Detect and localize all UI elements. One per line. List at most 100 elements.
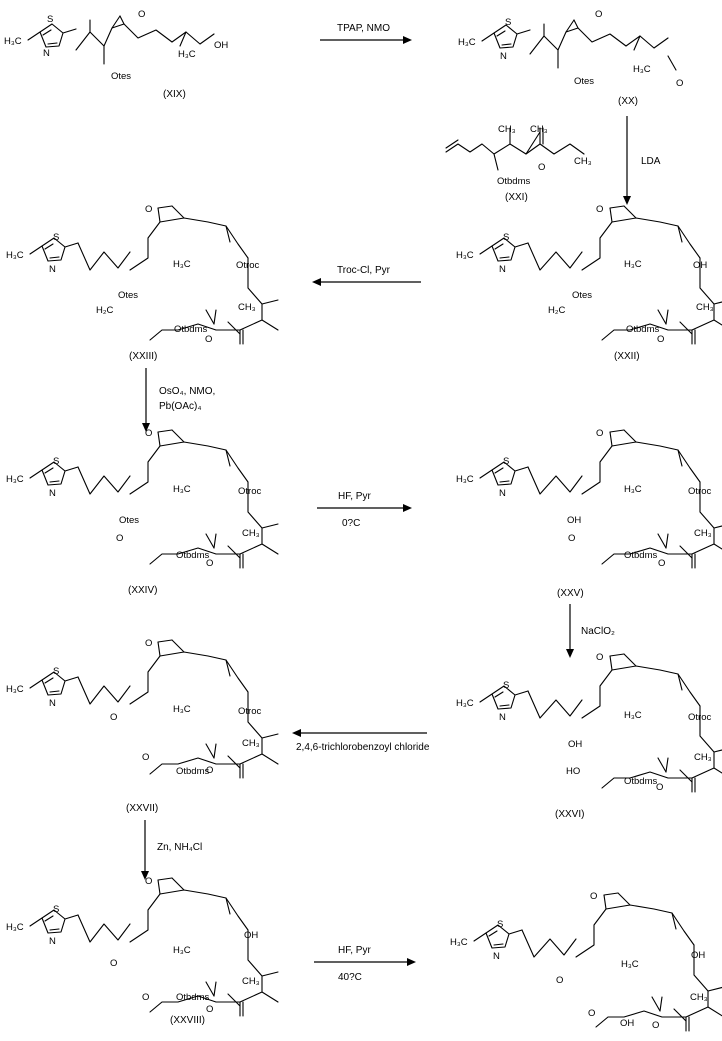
methyl-label: H₃C bbox=[624, 710, 642, 721]
epoxide-oxygen-label: O bbox=[145, 428, 152, 439]
ketone-oxygen-label: O bbox=[652, 1020, 659, 1031]
sulfur-label: S bbox=[53, 456, 59, 467]
hydroxyl-label: OH bbox=[620, 1018, 634, 1029]
nitrogen-label: N bbox=[499, 264, 506, 275]
aldehyde-oxygen-label: O bbox=[568, 533, 575, 544]
oxygen-label: O bbox=[138, 9, 145, 20]
lactone-oxygen-label: O bbox=[142, 992, 149, 1003]
otbdms-label: Otbdms bbox=[176, 992, 210, 1003]
epoxide-oxygen-label: O bbox=[145, 204, 152, 215]
methyl-label: CH₃ bbox=[530, 124, 548, 135]
methyl-label: CH₃ bbox=[694, 528, 712, 539]
final-product: H₃C S N O O OH H₃C CH₃ O O OH bbox=[450, 891, 722, 1032]
reagent-text: OsO₄, NMO, bbox=[159, 386, 215, 397]
compound-xxii: H₃C S N O Otes OH H₃C CH₃ O H₂C Otbdms (… bbox=[456, 204, 722, 362]
compound-xxvii: H₃C S N O O Otroc H₃C CH₃ O O Otbdms (XX… bbox=[6, 638, 279, 814]
ketone-oxygen-label: O bbox=[656, 782, 663, 793]
reaction-arrow-4: OsO₄, NMO, Pb(OAc)₄ bbox=[142, 368, 215, 432]
reagent-text: NaClO₂ bbox=[581, 626, 615, 637]
compound-xxi: CH₃ CH₃ O CH₃ Otbdms (XXI) bbox=[445, 124, 592, 203]
methyl-label: H₃C bbox=[456, 698, 474, 709]
reaction-arrow-8: Zn, NH₄Cl bbox=[141, 820, 202, 880]
methyl-label: H₃C bbox=[6, 474, 24, 485]
methyl-label: CH₃ bbox=[498, 124, 516, 135]
reaction-arrow-1: TPAP, NMO bbox=[320, 23, 412, 44]
sulfur-label: S bbox=[503, 680, 509, 691]
methyl-label: CH₃ bbox=[238, 302, 256, 313]
ketone-oxygen-label: O bbox=[205, 334, 212, 345]
methyl-label: H₃C bbox=[173, 259, 191, 270]
ketone-oxygen-label: O bbox=[657, 334, 664, 345]
methyl-label: H₃C bbox=[173, 704, 191, 715]
reagent-text: 0?C bbox=[342, 518, 360, 529]
compound-label: (XXIII) bbox=[129, 351, 157, 362]
methylene-label: H₂C bbox=[96, 305, 114, 316]
ketone-oxygen-label: O bbox=[206, 558, 213, 569]
reagent-text: 40?C bbox=[338, 972, 362, 983]
sulfur-label: S bbox=[53, 666, 59, 677]
otes-label: Otes bbox=[574, 76, 594, 87]
ring-oxygen-label: O bbox=[110, 712, 117, 723]
compound-xxiii: H₃C S N O Otes Otroc H₃C CH₃ O H₂C Otbdm… bbox=[6, 204, 279, 362]
methyl-label: H₃C bbox=[458, 37, 476, 48]
methyl-label: CH₃ bbox=[690, 992, 708, 1003]
nitrogen-label: N bbox=[49, 488, 56, 499]
compound-label: (XXVII) bbox=[126, 803, 158, 814]
reagent-text: HF, Pyr bbox=[338, 945, 371, 956]
nitrogen-label: N bbox=[49, 698, 56, 709]
reagent-text: Troc-Cl, Pyr bbox=[337, 265, 391, 276]
otbdms-label: Otbdms bbox=[176, 550, 210, 561]
ketone-oxygen-label: O bbox=[538, 162, 545, 173]
methyl-label: H₃C bbox=[173, 484, 191, 495]
hydroxyl-label: OH bbox=[244, 930, 258, 941]
ketone-oxygen-label: O bbox=[206, 1004, 213, 1015]
epoxide-oxygen-label: O bbox=[596, 652, 603, 663]
otroc-label: Otroc bbox=[238, 706, 261, 717]
aldehyde-oxygen-label: O bbox=[676, 78, 683, 89]
nitrogen-label: N bbox=[499, 488, 506, 499]
epoxide-oxygen-label: O bbox=[596, 428, 603, 439]
methyl-label: H₃C bbox=[450, 937, 468, 948]
methyl-label: H₃C bbox=[624, 259, 642, 270]
reagent-text: Pb(OAc)₄ bbox=[159, 401, 201, 412]
otroc-label: Otroc bbox=[238, 486, 261, 497]
methyl-label: H₃C bbox=[4, 36, 22, 47]
otes-label: Otes bbox=[119, 515, 139, 526]
reaction-arrow-5: HF, Pyr 0?C bbox=[317, 491, 412, 529]
compound-label: (XXIV) bbox=[128, 585, 157, 596]
methyl-label: H₃C bbox=[624, 484, 642, 495]
sulfur-label: S bbox=[47, 14, 53, 25]
nitrogen-label: N bbox=[499, 712, 506, 723]
compound-label: (XXII) bbox=[614, 351, 640, 362]
hydroxyl-label: OH bbox=[691, 950, 705, 961]
nitrogen-label: N bbox=[43, 48, 50, 59]
reagent-text: Zn, NH₄Cl bbox=[157, 842, 202, 853]
lactone-oxygen-label: O bbox=[588, 1008, 595, 1019]
hydroxyl-label: OH bbox=[214, 40, 228, 51]
otes-label: Otes bbox=[111, 71, 131, 82]
compound-xix: H₃C S N Otes O H₃C OH (XIX) bbox=[4, 9, 228, 100]
methyl-label: H₃C bbox=[173, 945, 191, 956]
sulfur-label: S bbox=[497, 919, 503, 930]
methyl-label: H₃C bbox=[456, 474, 474, 485]
methyl-label: CH₃ bbox=[694, 752, 712, 763]
compound-label: (XX) bbox=[618, 96, 638, 107]
sulfur-label: S bbox=[503, 232, 509, 243]
nitrogen-label: N bbox=[493, 951, 500, 962]
methyl-label: CH₃ bbox=[242, 528, 260, 539]
compound-xxvi: H₃C S N O OH Otroc H₃C CH₃ O HO Otbdms (… bbox=[456, 652, 722, 820]
aldehyde-oxygen-label: O bbox=[116, 533, 123, 544]
epoxide-oxygen-label: O bbox=[596, 204, 603, 215]
compound-label: (XXVIII) bbox=[170, 1015, 205, 1026]
sulfur-label: S bbox=[53, 904, 59, 915]
otbdms-label: Otbdms bbox=[626, 324, 660, 335]
reagent-text: TPAP, NMO bbox=[337, 23, 390, 34]
nitrogen-label: N bbox=[49, 936, 56, 947]
otroc-label: Otroc bbox=[688, 712, 711, 723]
methyl-label: H₃C bbox=[6, 684, 24, 695]
epoxide-oxygen-label: O bbox=[590, 891, 597, 902]
nitrogen-label: N bbox=[500, 51, 507, 62]
methyl-label: H₃C bbox=[6, 922, 24, 933]
epoxide-oxygen-label: O bbox=[145, 876, 152, 887]
lactone-oxygen-label: O bbox=[142, 752, 149, 763]
